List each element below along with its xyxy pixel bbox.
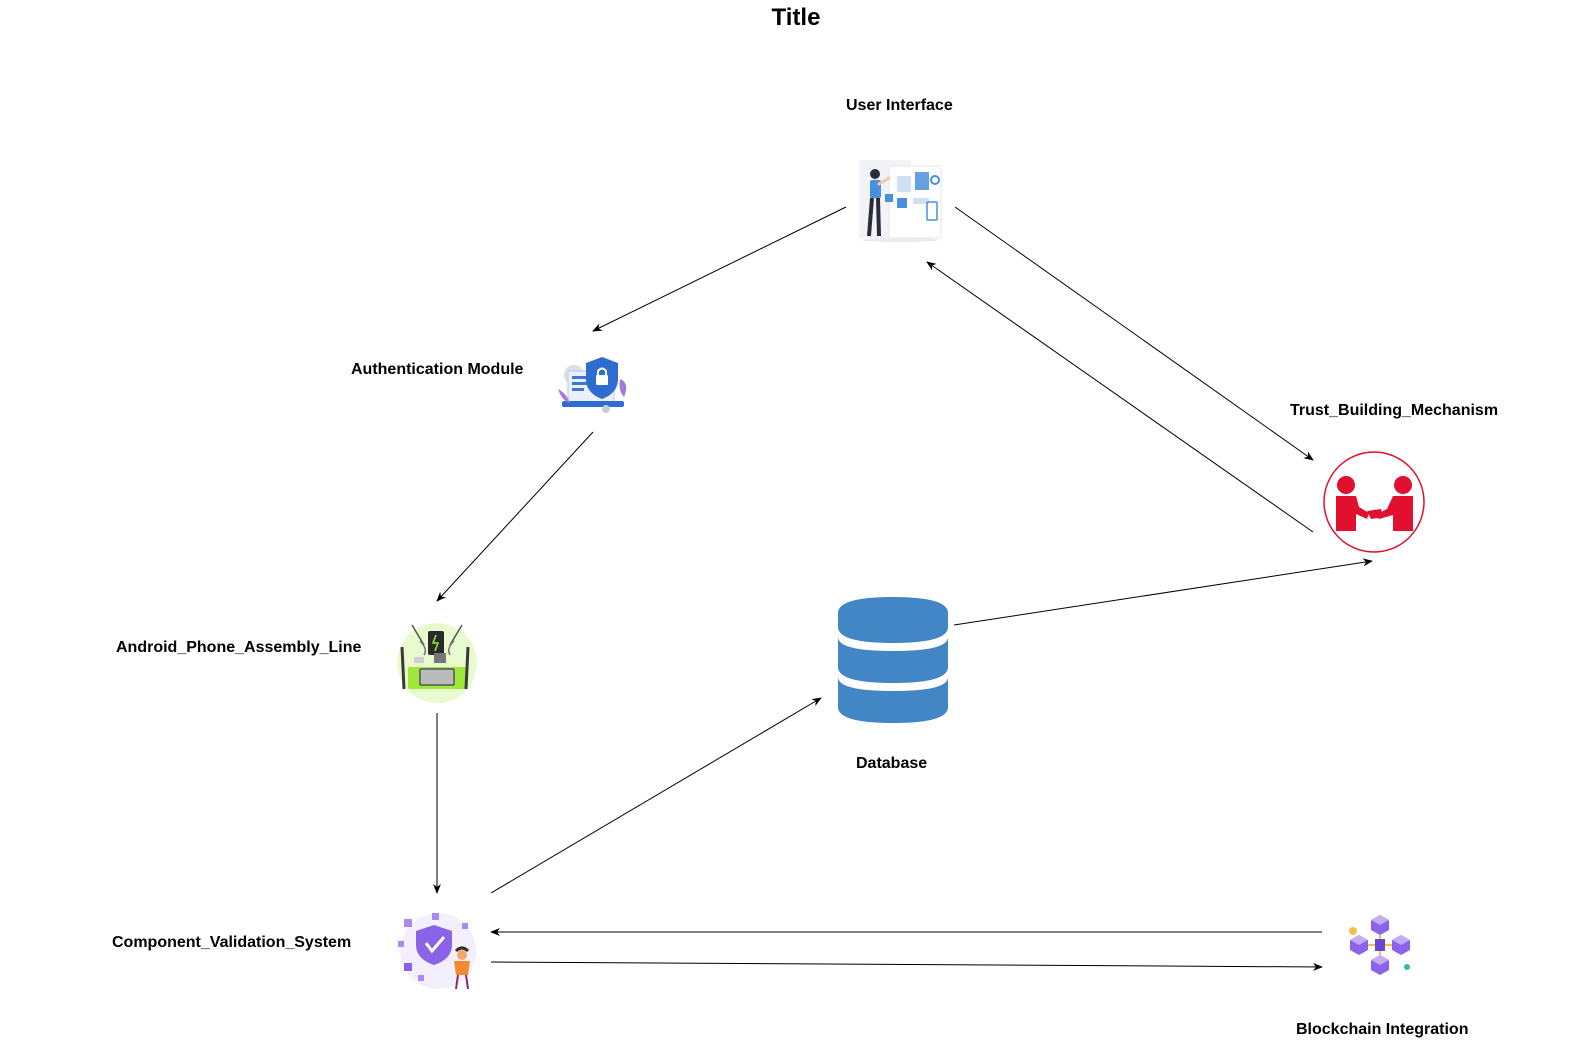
user-interface-label: User Interface: [846, 97, 953, 114]
handshake-icon: [1323, 451, 1425, 553]
assembly-label: Android_Phone_Assembly_Line: [116, 639, 362, 656]
database-label: Database: [856, 755, 928, 772]
edge-ui-to-trust: [954, 206, 1314, 461]
edge-authentication-to-assembly: [436, 431, 594, 602]
security-shield-lock-icon: [558, 357, 627, 413]
diagram-title: Title: [771, 4, 821, 31]
edge-trust-to-ui: [926, 261, 1314, 533]
edge-ui-to-authentication: [592, 206, 847, 332]
edge-validation-to-blockchain: [490, 961, 1323, 971]
blockchain-node[interactable]: [1345, 915, 1415, 981]
assembly-node[interactable]: [394, 619, 480, 703]
edge-database-to-trust: [953, 558, 1373, 626]
validation-label: Component_Validation_System: [112, 934, 352, 951]
phone-assembly-icon: [397, 623, 477, 703]
validation-node[interactable]: [396, 913, 480, 990]
trust-label: Trust_Building_Mechanism: [1290, 402, 1499, 419]
user-interface-illustration-icon: [859, 160, 942, 242]
database-node[interactable]: [838, 597, 948, 725]
database-cylinder-icon: [838, 597, 948, 723]
blockchain-cubes-icon: [1349, 915, 1410, 975]
validation-shield-check-icon: [398, 913, 476, 990]
authentication-label: Authentication Module: [351, 361, 524, 378]
trust-node[interactable]: [1323, 451, 1425, 553]
authentication-node[interactable]: [558, 349, 633, 421]
blockchain-label: Blockchain Integration: [1296, 1021, 1469, 1038]
edge-validation-to-database: [490, 697, 822, 894]
user-interface-node[interactable]: [855, 158, 945, 246]
